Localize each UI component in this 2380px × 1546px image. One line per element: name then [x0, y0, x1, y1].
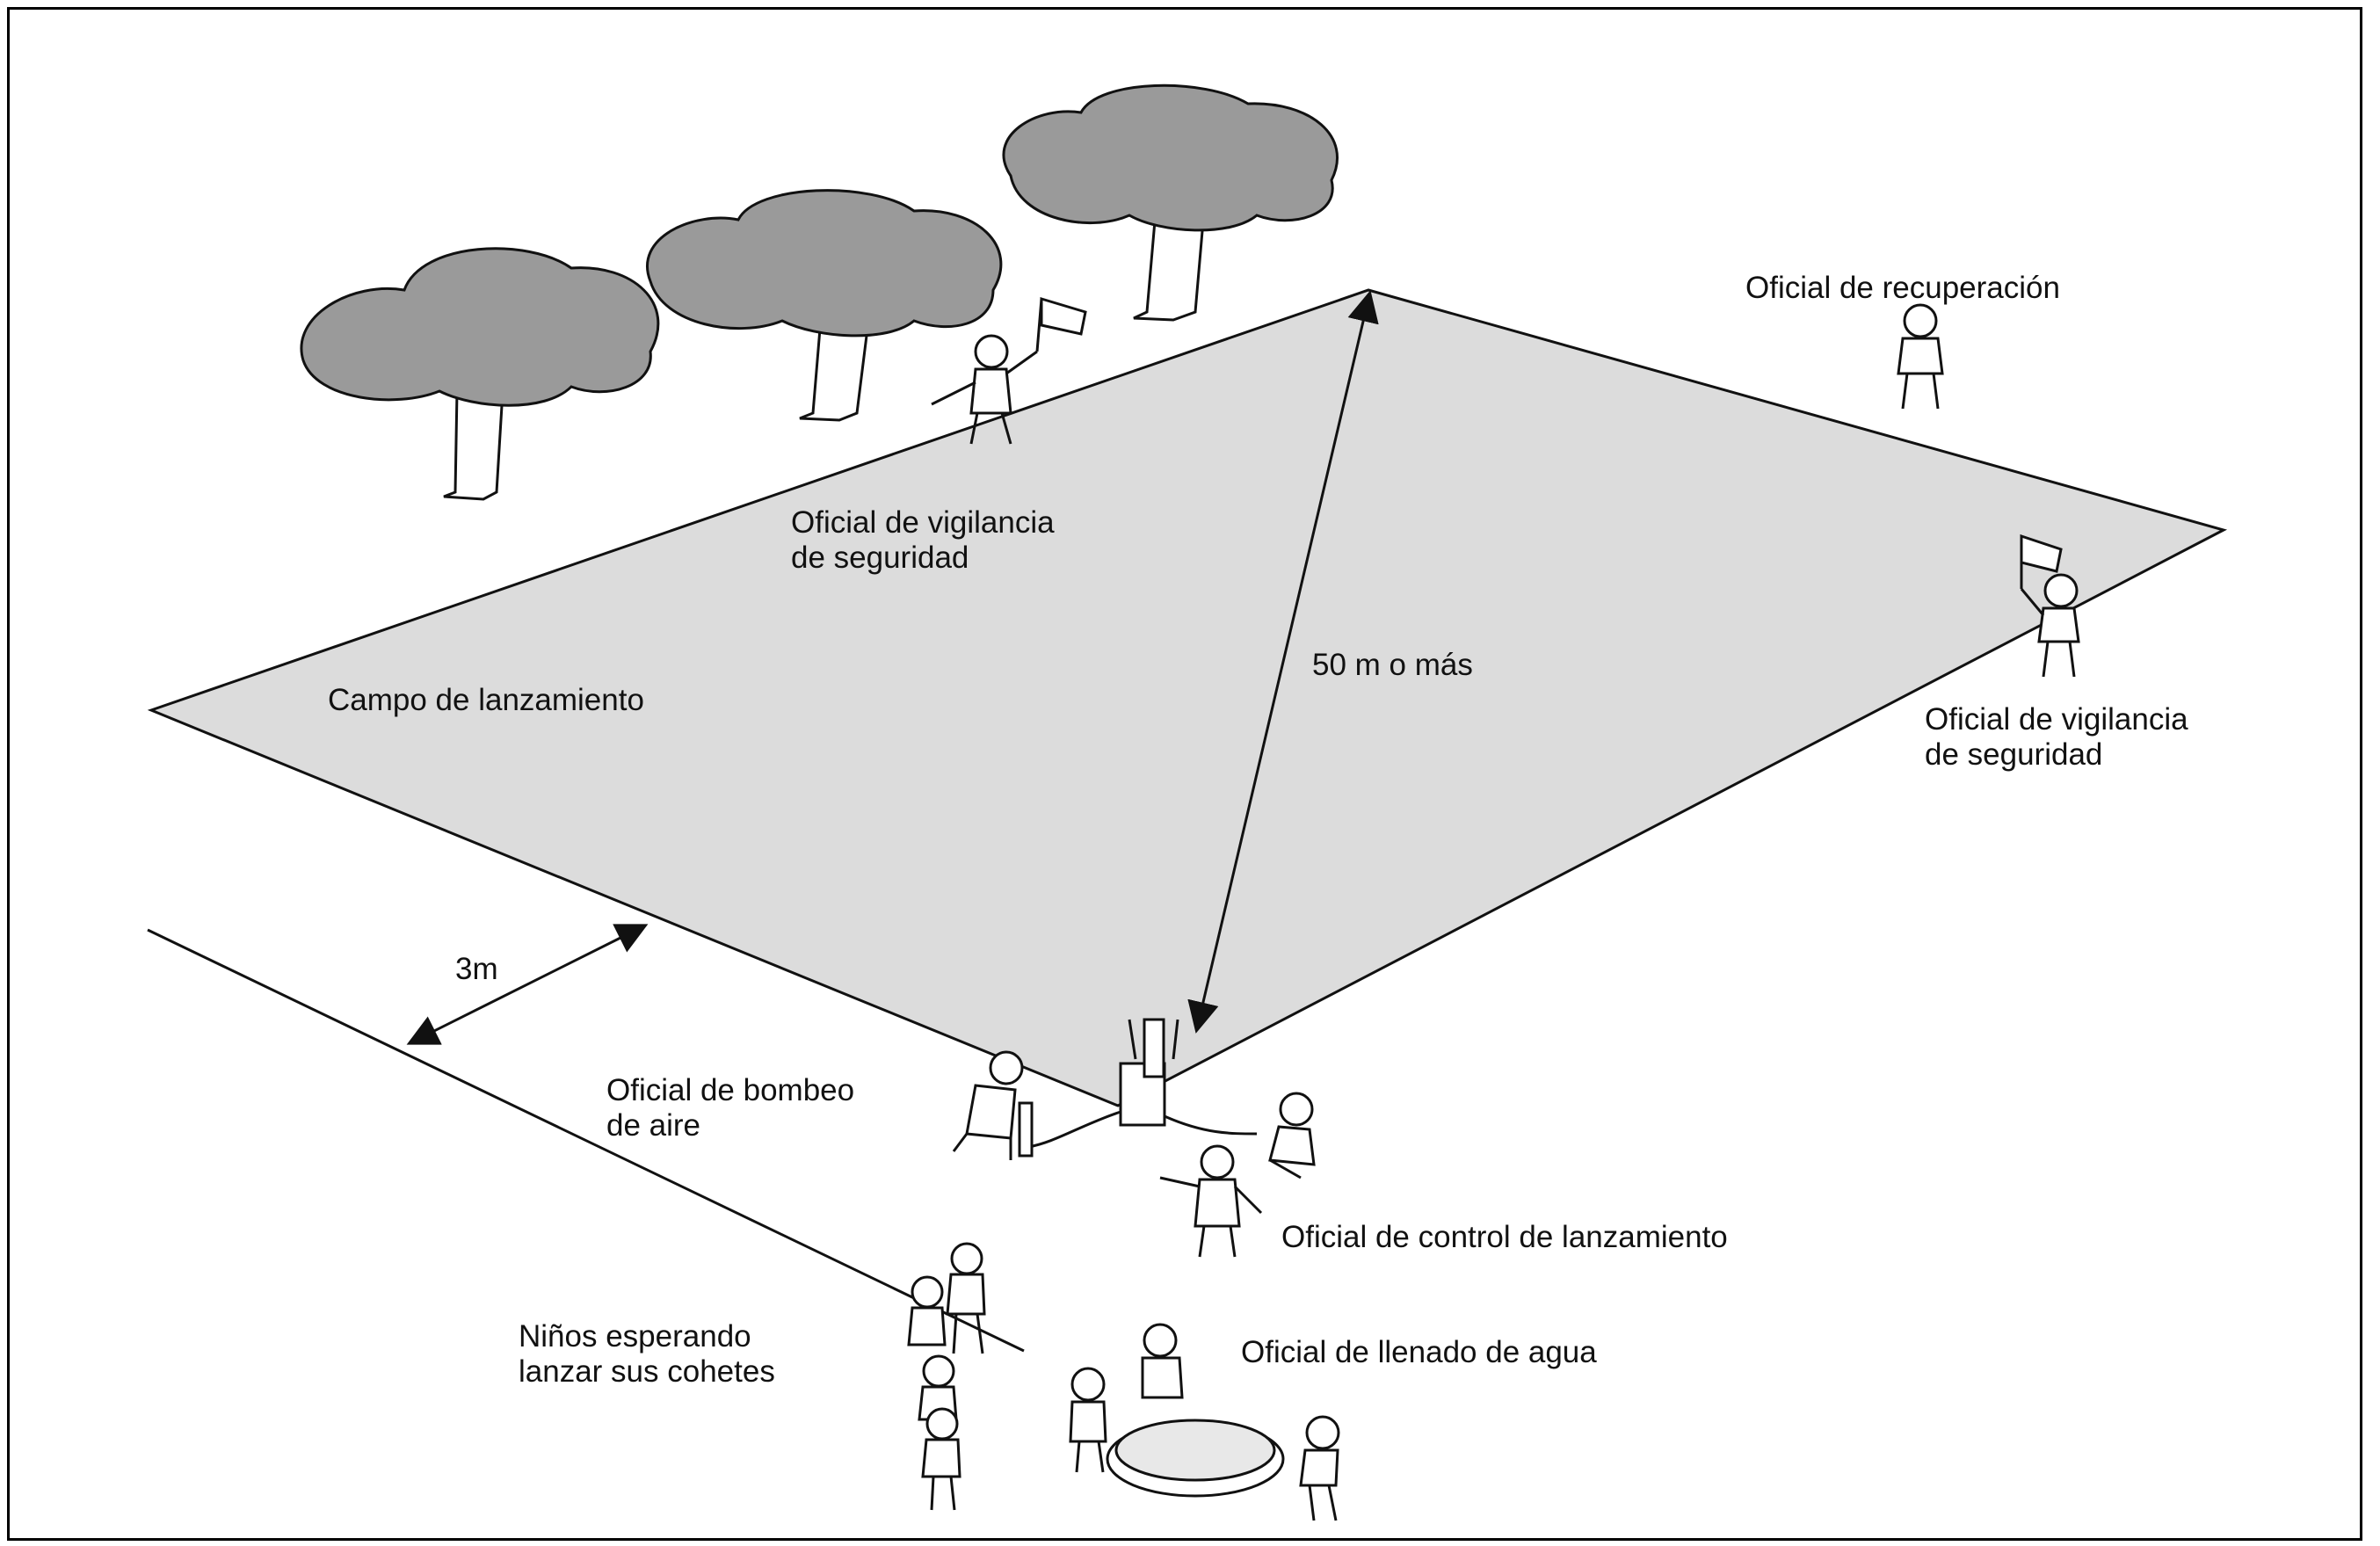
label-recovery: Oficial de recuperación [1745, 271, 2060, 305]
water-pool [1106, 1419, 1285, 1498]
label-pump-line1: Oficial de bombeo [606, 1073, 855, 1107]
person-control-kneeling [1268, 1092, 1316, 1179]
person-safety-right [2020, 533, 2080, 678]
person-recovery [1897, 303, 1944, 410]
tree-right [1002, 83, 1339, 322]
tree-middle [646, 189, 1003, 422]
rocket-launcher [1027, 1018, 1258, 1149]
label-control: Oficial de control de lanzamiento [1281, 1220, 1728, 1254]
label-field: Campo de lanzamiento [328, 683, 644, 717]
waiting-children [907, 1242, 986, 1511]
person-control [1159, 1144, 1263, 1258]
label-waiting-line1: Niños esperando [519, 1319, 751, 1354]
label-safety-right-line1: Oficial de vigilancia [1925, 702, 2188, 737]
launch-field [147, 288, 2228, 1107]
water-officials [1069, 1323, 1340, 1521]
label-safety-right-line2: de seguridad [1925, 737, 2103, 772]
person-safety-left [931, 296, 1087, 445]
person-pump [952, 1050, 1034, 1160]
label-buffer: 3m [455, 952, 498, 986]
label-pump-line2: de aire [606, 1108, 701, 1143]
label-water: Oficial de llenado de agua [1241, 1335, 1597, 1369]
tree-left [300, 247, 660, 501]
label-safety-left-line2: de seguridad [791, 541, 969, 575]
buffer-arrow [406, 924, 649, 1045]
label-waiting-line2: lanzar sus cohetes [519, 1354, 775, 1389]
distance-arrow [1187, 290, 1379, 1034]
label-safety-left-line1: Oficial de vigilancia [791, 505, 1055, 540]
safety-boundary-line [147, 928, 1025, 1353]
label-distance: 50 m o más [1312, 648, 1473, 682]
